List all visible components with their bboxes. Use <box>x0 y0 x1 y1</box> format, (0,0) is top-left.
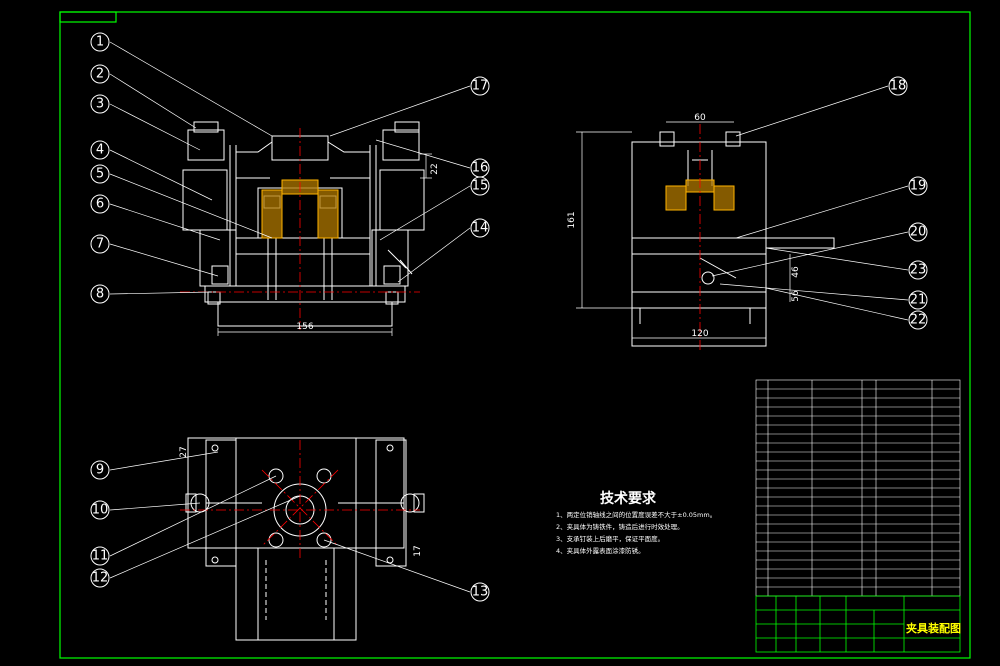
tech-req-heading: 技术要求 <box>600 490 657 507</box>
title-block-name: 夹具装配图 <box>906 621 961 635</box>
callout-7: 7 <box>90 234 110 254</box>
tech-req-item-4: 4、夹具体外露表面涂漆防锈。 <box>556 546 645 555</box>
callout-9: 9 <box>90 460 110 480</box>
front-centerlines <box>180 128 420 330</box>
callout-16: 16 <box>470 158 490 178</box>
callout-13: 13 <box>470 582 490 602</box>
callout-14: 14 <box>470 218 490 238</box>
plan-small-dim-b: 17 <box>413 545 423 556</box>
svg-text:12: 12 <box>92 571 109 586</box>
callout-12: 12 <box>90 568 110 588</box>
svg-text:7: 7 <box>96 237 104 252</box>
svg-text:8: 8 <box>96 287 104 302</box>
tech-req-item-2: 2、夹具体为铸铁件，铸造后进行时效处理。 <box>556 522 684 531</box>
callout-6: 6 <box>90 194 110 214</box>
callout-15: 15 <box>470 176 490 196</box>
side-small-dim-b: 56 <box>791 290 801 302</box>
plan-view <box>185 437 425 641</box>
side-small-dim-a: 46 <box>791 266 801 278</box>
front-width-dim: 156 <box>296 322 313 332</box>
svg-text:11: 11 <box>92 549 109 564</box>
svg-text:5: 5 <box>96 167 104 182</box>
svg-text:15: 15 <box>472 179 489 194</box>
svg-text:4: 4 <box>96 143 104 158</box>
side-view <box>631 131 835 347</box>
svg-text:13: 13 <box>472 585 489 600</box>
svg-text:2: 2 <box>96 67 104 82</box>
plan-small-dim-a: 27 <box>179 446 189 457</box>
callout-8: 8 <box>90 284 110 304</box>
callout-10: 10 <box>90 500 110 520</box>
svg-text:20: 20 <box>910 225 927 240</box>
svg-text:1: 1 <box>96 35 104 50</box>
front-view <box>182 121 425 327</box>
front-small-dim: 22 <box>430 163 440 174</box>
callout-11: 11 <box>90 546 110 566</box>
side-dimensions <box>576 121 791 339</box>
callout-21: 21 <box>908 290 928 310</box>
callout-4: 4 <box>90 140 110 160</box>
callout-5: 5 <box>90 164 110 184</box>
svg-text:3: 3 <box>96 97 104 112</box>
tech-req-item-1: 1、两定位销轴线之间的位置度误差不大于±0.05mm。 <box>556 510 716 519</box>
callout-23: 23 <box>908 260 928 280</box>
svg-text:17: 17 <box>472 79 489 94</box>
callout-1: 1 <box>90 32 110 52</box>
callout-20: 20 <box>908 222 928 242</box>
svg-text:19: 19 <box>910 179 927 194</box>
leader-lines <box>109 41 909 593</box>
callouts: 1 2 3 4 5 6 7 8 9 10 11 12 13 14 15 16 1… <box>90 32 928 602</box>
side-top-dim: 60 <box>694 113 706 123</box>
svg-text:6: 6 <box>96 197 104 212</box>
svg-text:18: 18 <box>890 79 907 94</box>
tech-req-item-3: 3、支承钉装上后磨平，保证平面度。 <box>556 534 664 543</box>
svg-text:9: 9 <box>96 463 104 478</box>
front-dimensions <box>217 153 432 336</box>
svg-text:21: 21 <box>910 293 927 308</box>
plan-centerlines <box>180 440 420 560</box>
side-width-dim: 120 <box>691 329 708 339</box>
side-height-dim: 161 <box>567 211 577 228</box>
svg-text:14: 14 <box>472 221 489 236</box>
callout-17: 17 <box>470 76 490 96</box>
svg-text:22: 22 <box>910 313 927 328</box>
callout-22: 22 <box>908 310 928 330</box>
callout-2: 2 <box>90 64 110 84</box>
title-block <box>755 595 961 653</box>
callout-19: 19 <box>908 176 928 196</box>
svg-text:23: 23 <box>910 263 927 278</box>
parts-list <box>755 379 961 597</box>
drawing-frame <box>59 11 971 659</box>
callout-18: 18 <box>888 76 908 96</box>
svg-text:16: 16 <box>472 161 489 176</box>
svg-text:10: 10 <box>92 503 109 518</box>
side-hatch <box>665 179 735 211</box>
callout-3: 3 <box>90 94 110 114</box>
